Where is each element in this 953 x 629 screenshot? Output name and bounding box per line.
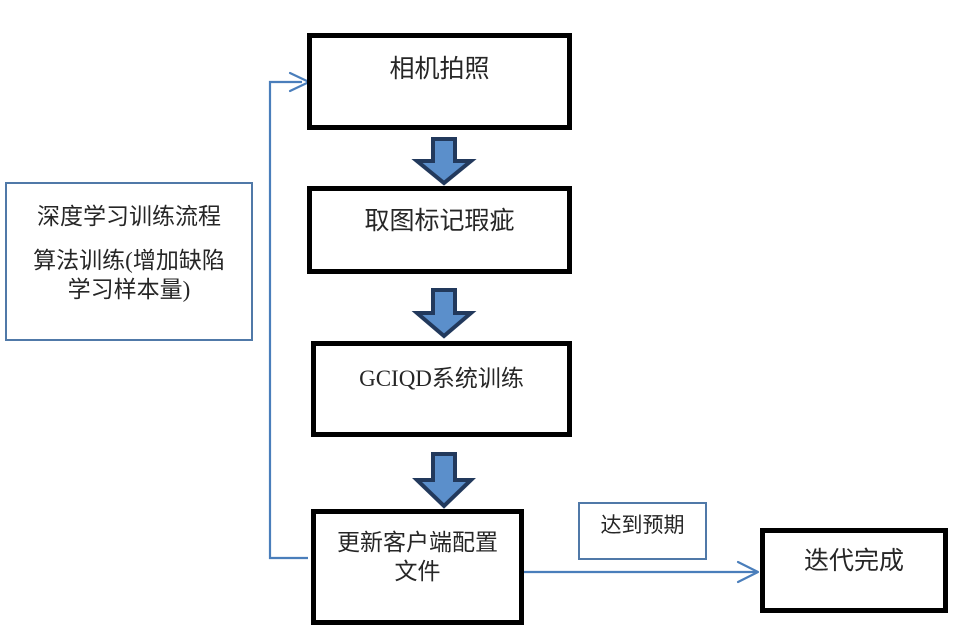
node-done[interactable]: 迭代完成	[760, 528, 948, 613]
note-line-1: 深度学习训练流程	[37, 204, 221, 229]
edge-label-expected-text: 达到预期	[600, 513, 685, 537]
node-update[interactable]: 更新客户端配置 文件	[311, 509, 524, 625]
node-train[interactable]: GCIQD系统训练	[311, 341, 572, 437]
edge-update-to-done	[518, 556, 768, 596]
node-train-label: GCIQD系统训练	[359, 366, 524, 391]
node-camera[interactable]: 相机拍照	[307, 33, 572, 130]
edge-feedback-loop	[262, 70, 322, 570]
note-deep-learning-process[interactable]: 深度学习训练流程 算法训练(增加缺陷 学习样本量)	[5, 182, 253, 341]
node-update-label: 更新客户端配置 文件	[337, 530, 498, 585]
node-annotate[interactable]: 取图标记瑕疵	[307, 186, 572, 274]
arrow-down-annotate-to-train	[411, 288, 477, 339]
node-done-label: 迭代完成	[803, 548, 904, 575]
note-line-2: 算法训练(增加缺陷 学习样本量)	[33, 248, 225, 303]
node-camera-label: 相机拍照	[389, 56, 490, 83]
arrow-down-camera-to-annotate	[411, 137, 477, 186]
node-annotate-label: 取图标记瑕疵	[364, 208, 515, 235]
edge-label-expected[interactable]: 达到预期	[578, 502, 707, 560]
arrow-down-train-to-update	[412, 452, 476, 509]
